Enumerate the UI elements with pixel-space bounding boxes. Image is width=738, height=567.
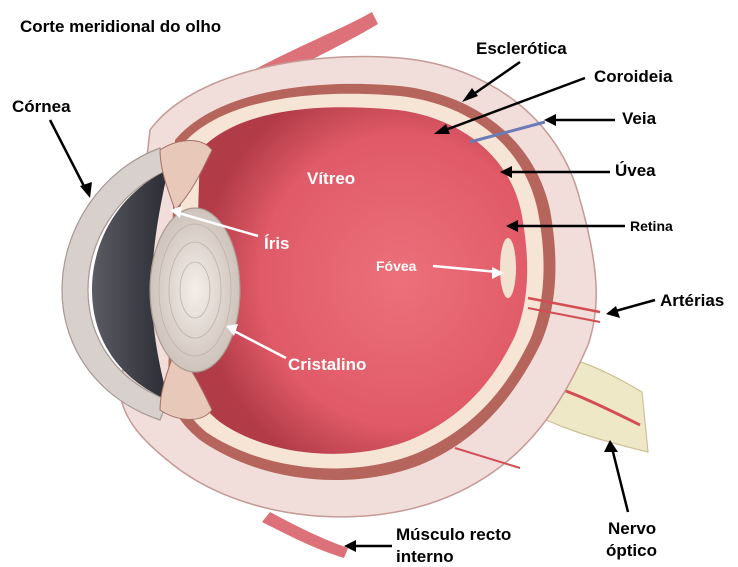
label-musculo-line2: interno [396,547,454,566]
label-cristalino: Cristalino [288,355,366,374]
fovea-spot [500,238,516,298]
label-arterias: Artérias [660,291,724,310]
inferior-muscle [262,512,348,558]
label-veia: Veia [622,109,657,128]
label-esclerotica: Esclerótica [476,39,567,58]
label-cornea: Córnea [12,97,71,116]
pointer-cornea [50,120,86,190]
label-musculo-line1: Músculo recto [396,525,511,544]
label-uvea: Úvea [615,161,656,180]
label-vitreo: Vítreo [307,169,355,188]
arrowhead-arterias [606,306,620,318]
arrowhead-veia [544,114,556,126]
label-fovea: Fóvea [376,258,417,274]
label-nervo-line1: Nervo [608,519,656,538]
label-nervo-line2: óptico [606,541,657,560]
pointer-nervo [612,448,628,512]
diagram-title: Corte meridional do olho [20,17,221,36]
label-retina: Retina [630,218,673,234]
label-iris: Íris [264,234,290,253]
lens [150,208,240,372]
pointer-arterias [612,300,655,312]
label-coroideia: Coroideia [594,67,673,86]
